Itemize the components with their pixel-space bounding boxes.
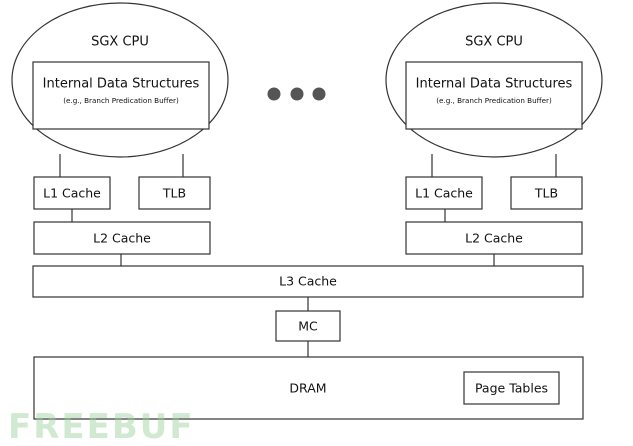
- dot-1: [267, 87, 281, 101]
- page-tables-box: [463, 371, 560, 405]
- cpu-left-internal-box: [32, 61, 210, 130]
- cpu-left-tlb-label: TLB: [162, 186, 186, 201]
- cpu-right-l1-label: L1 Cache: [415, 186, 473, 201]
- cpu-right-tlb-box: [510, 176, 583, 210]
- l3-cache-label: L3 Cache: [279, 274, 337, 289]
- cpu-left-title: SGX CPU: [91, 35, 149, 50]
- cpu-right: SGX CPU Internal Data Structures (e.g., …: [385, 2, 603, 158]
- dot-2: [290, 87, 304, 101]
- cpu-left: SGX CPU Internal Data Structures (e.g., …: [11, 2, 229, 158]
- dot-3: [312, 87, 326, 101]
- cpu-left-internal-title: Internal Data Structures: [43, 77, 200, 92]
- cpu-right-title: SGX CPU: [465, 35, 523, 50]
- l3-cache-box: [32, 265, 584, 298]
- cpu-left-tlb-box: [138, 176, 211, 210]
- cpu-left-l2-label: L2 Cache: [93, 231, 151, 246]
- cpu-right-internal-box: [405, 61, 583, 130]
- page-tables-label: Page Tables: [475, 381, 548, 396]
- cpu-left-l2-box: [33, 221, 211, 255]
- mc-box: [275, 310, 341, 342]
- cpu-right-internal-subtitle: (e.g., Branch Predication Buffer): [436, 96, 552, 105]
- cpu-right-l1-box: [405, 176, 483, 210]
- cpu-left-l1-label: L1 Cache: [43, 186, 101, 201]
- cpu-right-l2-box: [405, 221, 583, 255]
- ellipsis-dots: [267, 87, 326, 101]
- cpu-right-internal-title: Internal Data Structures: [416, 77, 573, 92]
- mc-label: MC: [298, 319, 318, 334]
- cpu-right-tlb-label: TLB: [534, 186, 558, 201]
- watermark-logo: FREEBUF: [8, 407, 195, 446]
- cpu-right-l2-label: L2 Cache: [465, 231, 523, 246]
- cpu-left-internal-subtitle: (e.g., Branch Predication Buffer): [63, 96, 179, 105]
- dram-label: DRAM: [289, 381, 326, 396]
